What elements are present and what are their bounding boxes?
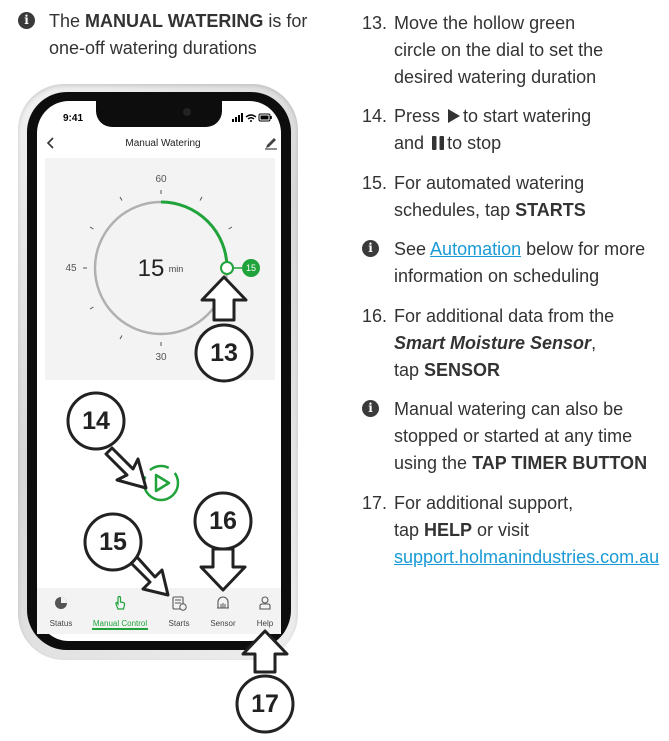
status-time: 9:41 <box>63 113 84 124</box>
tab-manual-control[interactable]: Manual Control <box>89 588 151 634</box>
tab-starts-label: Starts <box>168 619 190 628</box>
active-tab-indicator <box>92 628 148 630</box>
tab-help[interactable]: Help <box>241 588 289 634</box>
person-icon <box>259 596 271 610</box>
callout-13-circle <box>194 323 254 383</box>
tab-bar <box>37 588 281 634</box>
tab-sensor-label: Sensor <box>210 619 236 628</box>
callout-15-arrow <box>129 555 170 597</box>
callout-14-label: 14 <box>82 407 110 435</box>
callout-15-label: 15 <box>99 528 127 556</box>
callout-15-circle <box>83 512 143 572</box>
info-icon: i <box>18 12 35 29</box>
play-icon <box>448 109 461 123</box>
info-tap-timer-text: Manual watering can also be stopped or s… <box>394 399 648 473</box>
step-15-text: For automated watering schedules, tap ST… <box>394 173 586 220</box>
tab-manual-control-label: Manual Control <box>92 619 148 628</box>
tick-label-60: 60 <box>155 174 167 185</box>
dial-marker-value: 15 <box>246 263 256 273</box>
step-17-number: 17. <box>362 493 388 513</box>
page-title: Manual Watering <box>125 138 201 149</box>
tab-status[interactable]: Status <box>37 588 85 634</box>
dial-handle[interactable] <box>220 261 234 275</box>
info-automation-text: See Automation below for more informatio… <box>394 239 646 286</box>
callout-17-label: 17 <box>251 690 279 718</box>
camera-icon <box>183 108 191 116</box>
phone-notch <box>96 101 222 127</box>
callout-17-circle <box>235 674 295 734</box>
tab-starts[interactable]: Starts <box>155 588 203 634</box>
info-icon: i <box>362 400 379 417</box>
pause-icon <box>432 136 445 150</box>
step-13-number: 13. <box>362 13 388 33</box>
step-16-text: For additional data from the Smart Moist… <box>394 306 615 380</box>
support-link[interactable]: support.holmanindustries.com.au <box>394 547 660 567</box>
step-16-number: 16. <box>362 306 388 326</box>
sensor-icon <box>217 596 229 609</box>
dial-unit: min <box>169 264 184 274</box>
dial-value: 15 <box>138 255 165 282</box>
callout-13-arrow <box>200 275 248 322</box>
edit-icon[interactable] <box>264 136 278 150</box>
dial-tick <box>199 196 203 201</box>
dial-marker-badge <box>242 259 260 277</box>
schedule-icon <box>172 596 187 611</box>
callout-14-arrow <box>104 446 148 490</box>
callout-17-arrow <box>241 629 289 674</box>
dial-tick <box>89 306 94 310</box>
wifi-icon <box>245 114 257 120</box>
callout-16-arrow <box>199 547 247 592</box>
step-13-text: Move the hollow green circle on the dial… <box>394 13 604 87</box>
tick-label-45: 45 <box>65 263 77 274</box>
tab-status-label: Status <box>49 619 73 628</box>
dial-progress <box>160 200 229 269</box>
watering-dial[interactable]: 15 60 45 30 15 min <box>45 158 275 380</box>
step-15-number: 15. <box>362 173 388 193</box>
hand-tap-icon <box>115 595 126 610</box>
step-17-text: For additional support, tap HELP or visi… <box>394 490 664 571</box>
pie-chart-icon <box>55 597 67 609</box>
intro-text: The MANUAL WATERING is for one-off water… <box>49 11 308 58</box>
back-arrow-icon[interactable] <box>46 137 56 149</box>
dial-tick <box>228 226 233 230</box>
callout-13-label: 13 <box>210 339 238 367</box>
info-icon: i <box>362 240 379 257</box>
status-icons <box>232 113 272 122</box>
tab-sensor[interactable]: Sensor <box>199 588 247 634</box>
battery-icon <box>258 113 272 122</box>
automation-link[interactable]: Automation <box>430 239 522 259</box>
dial-tick <box>89 226 94 230</box>
dial-tick <box>119 335 123 340</box>
dial-tick <box>119 196 123 201</box>
signal-icon <box>232 113 243 122</box>
callout-14-circle <box>66 391 126 451</box>
tick-label-30: 30 <box>155 352 167 363</box>
step-14-number: 14. <box>362 106 388 126</box>
tab-help-label: Help <box>256 619 274 628</box>
step-14-text: Press to start watering and to stop <box>394 106 592 153</box>
tab-bar-items: Status Manual Control Starts Sensor Help <box>37 588 281 634</box>
callout-16-label: 16 <box>209 507 237 535</box>
callout-16-circle <box>193 491 253 551</box>
